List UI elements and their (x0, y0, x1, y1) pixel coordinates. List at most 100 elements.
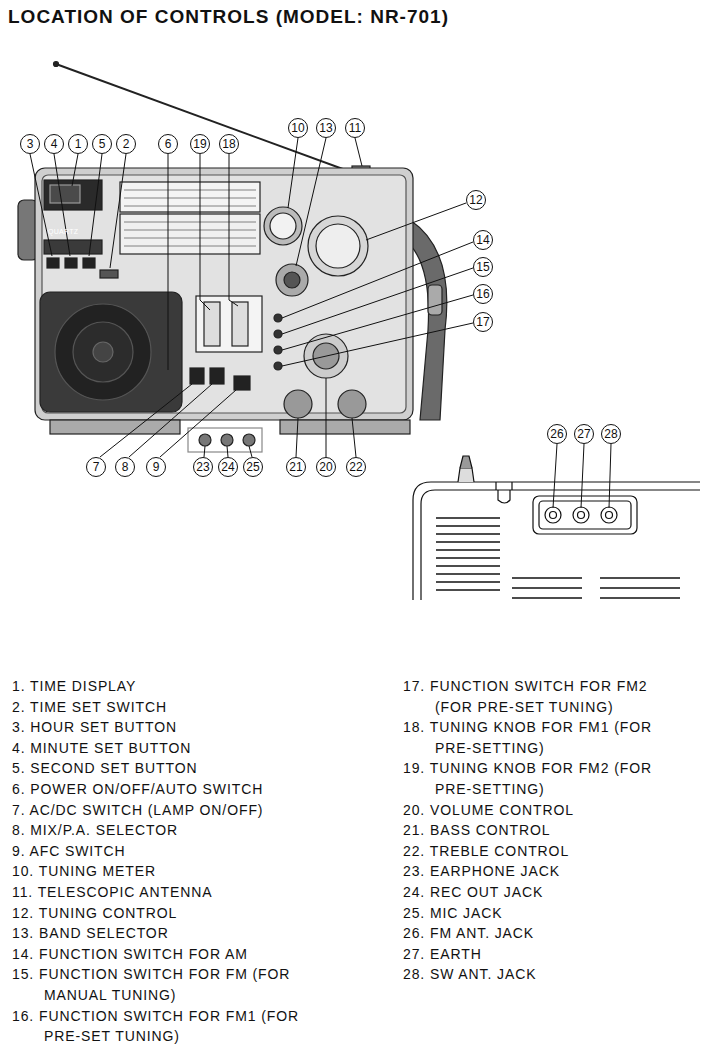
drawing-line (600, 597, 680, 598)
drawing-line (72, 154, 78, 186)
drawing-rect (196, 296, 262, 352)
callout-circle: 8 (115, 457, 135, 477)
drawing-line (436, 573, 500, 574)
drawing-path (458, 468, 474, 482)
drawing-rect (120, 182, 260, 212)
callout-circle: 27 (574, 424, 594, 444)
parts-list-item: 5. SECOND SET BUTTON (12, 758, 324, 779)
drawing-line (124, 238, 256, 239)
drawing-circle (270, 213, 296, 239)
callout-circle: 17 (473, 312, 493, 332)
drawing-circle (338, 390, 366, 418)
drawing-circle (93, 342, 113, 362)
drawing-g (436, 518, 680, 598)
drawing-circle (545, 507, 561, 523)
drawing-rect (65, 258, 77, 268)
drawing-line (30, 154, 52, 256)
drawing-line (600, 577, 680, 578)
callout-number: 6 (165, 138, 172, 150)
drawing-circle (274, 346, 282, 354)
drawing-circle (606, 512, 613, 519)
drawing-circle (274, 362, 282, 370)
callout-circle: 9 (146, 457, 166, 477)
callout-circle: 1 (68, 134, 88, 154)
parts-list-item: 28. SW ANT. JACK (403, 964, 685, 985)
drawing-circle (54, 62, 59, 67)
drawing-circle (601, 507, 617, 523)
callout-circle: 16 (473, 284, 493, 304)
callout-circle: 18 (219, 134, 239, 154)
drawing-line (436, 589, 500, 590)
drawing-circle (55, 304, 151, 400)
drawing-line (436, 549, 500, 550)
parts-list-item: 14. FUNCTION SWITCH FOR AM (12, 944, 324, 965)
callout-number: 25 (246, 461, 259, 473)
drawing-line (124, 230, 256, 231)
drawing-line (512, 577, 582, 578)
drawing-line (436, 533, 500, 534)
callout-circle: 21 (286, 457, 306, 477)
drawing-rect (280, 420, 410, 434)
callout-circle: 14 (473, 230, 493, 250)
parts-list-item: 11. TELESCOPIC ANTENNA (12, 882, 324, 903)
drawing-line (288, 138, 298, 208)
drawing-rect (190, 368, 204, 384)
drawing-line (110, 154, 126, 268)
drawing-line (89, 154, 102, 256)
parts-list-item: 3. HOUR SET BUTTON (12, 717, 324, 738)
drawing-path (421, 490, 700, 600)
drawing-line (296, 138, 326, 266)
drawing-rect (44, 180, 102, 210)
callout-number: 19 (193, 138, 206, 150)
callout-number: 13 (319, 122, 332, 134)
drawing-line (124, 190, 256, 191)
parts-list-item: 7. AC/DC SWITCH (LAMP ON/OFF) (12, 800, 324, 821)
drawing-line (512, 597, 582, 598)
drawing-rect (539, 501, 631, 529)
callout-number: 9 (153, 461, 160, 473)
callout-circle: 24 (218, 457, 238, 477)
parts-list-item: 16. FUNCTION SWITCH FOR FM1 (FOR PRE-SET… (12, 1006, 324, 1047)
parts-list-item: 22. TREBLE CONTROL (403, 841, 685, 862)
drawing-line (512, 587, 582, 588)
drawing-line (436, 557, 500, 558)
parts-list-item: 19. TUNING KNOB FOR FM2 (FOR PRE-SETTING… (403, 758, 685, 799)
drawing-line (56, 64, 362, 176)
drawing-rect (47, 258, 59, 268)
callout-circle: 7 (86, 457, 106, 477)
parts-list-item: 18. TUNING KNOB FOR FM1 (FOR PRE-SETTING… (403, 717, 685, 758)
callout-circle: 26 (547, 424, 567, 444)
callout-number: 27 (577, 428, 590, 440)
callout-circle: 22 (346, 457, 366, 477)
drawing-circle (274, 314, 282, 322)
callout-number: 15 (476, 261, 489, 273)
drawing-polyline (200, 154, 210, 310)
drawing-rect (533, 496, 637, 534)
parts-list-item: 17. FUNCTION SWITCH FOR FM2 (FOR PRE-SET… (403, 676, 685, 717)
drawing-line (352, 418, 356, 457)
callout-circle: 11 (345, 118, 365, 138)
parts-list: 17. FUNCTION SWITCH FOR FM2 (FOR PRE-SET… (403, 676, 685, 985)
side-view (413, 456, 700, 600)
drawing-circle (274, 330, 282, 338)
leader-lines (30, 138, 611, 508)
drawing-line (160, 390, 236, 457)
callout-circle: 23 (193, 457, 213, 477)
drawing-circle (284, 390, 312, 418)
parts-list-item: 10. TUNING METER (12, 861, 324, 882)
drawing-line (124, 246, 256, 247)
drawing-circle (316, 224, 360, 268)
drawing-circle (308, 216, 368, 276)
drawing-line (436, 525, 500, 526)
drawing-rect (120, 214, 260, 254)
callout-circle: 20 (316, 457, 336, 477)
drawing-line (600, 587, 680, 588)
callout-number: 14 (476, 234, 489, 246)
drawing-path (498, 490, 510, 503)
callout-number: 20 (319, 461, 332, 473)
drawing-circle (73, 322, 133, 382)
callout-number: 8 (122, 461, 129, 473)
callout-number: 26 (550, 428, 563, 440)
drawing-line (436, 565, 500, 566)
